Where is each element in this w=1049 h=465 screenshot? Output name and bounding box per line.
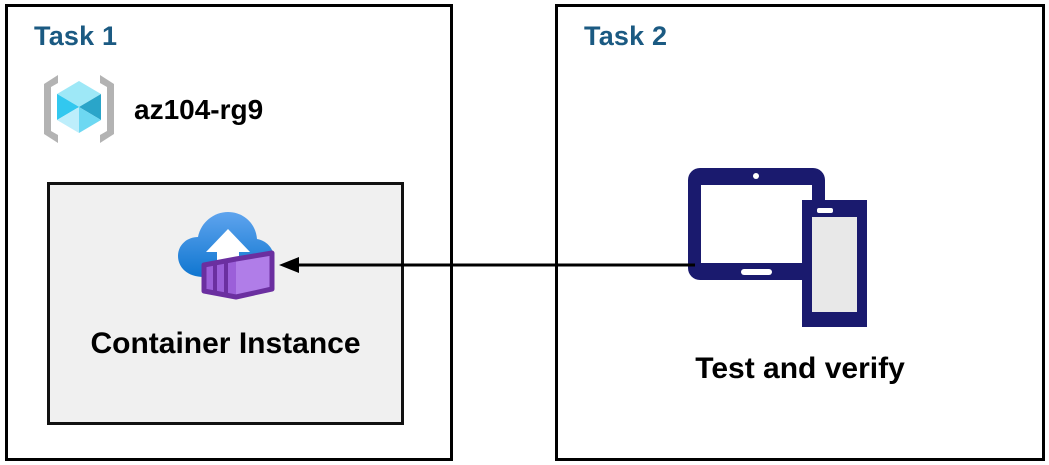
container-instance-icon bbox=[177, 212, 274, 300]
container-instance-box: Container Instance bbox=[47, 182, 404, 425]
resource-group-label: az104-rg9 bbox=[134, 94, 264, 125]
test-and-verify-label: Test and verify bbox=[695, 352, 905, 385]
resource-group-row: az104-rg9 bbox=[38, 69, 263, 149]
devices-icon bbox=[688, 168, 867, 327]
container-instance-label: Container Instance bbox=[90, 327, 361, 360]
task-1-title: Task 1 bbox=[34, 21, 118, 51]
task-2-title: Task 2 bbox=[584, 21, 668, 51]
resource-group-icon bbox=[44, 75, 114, 143]
task-1-panel: Task 1 az104-rg9 bbox=[5, 4, 453, 461]
